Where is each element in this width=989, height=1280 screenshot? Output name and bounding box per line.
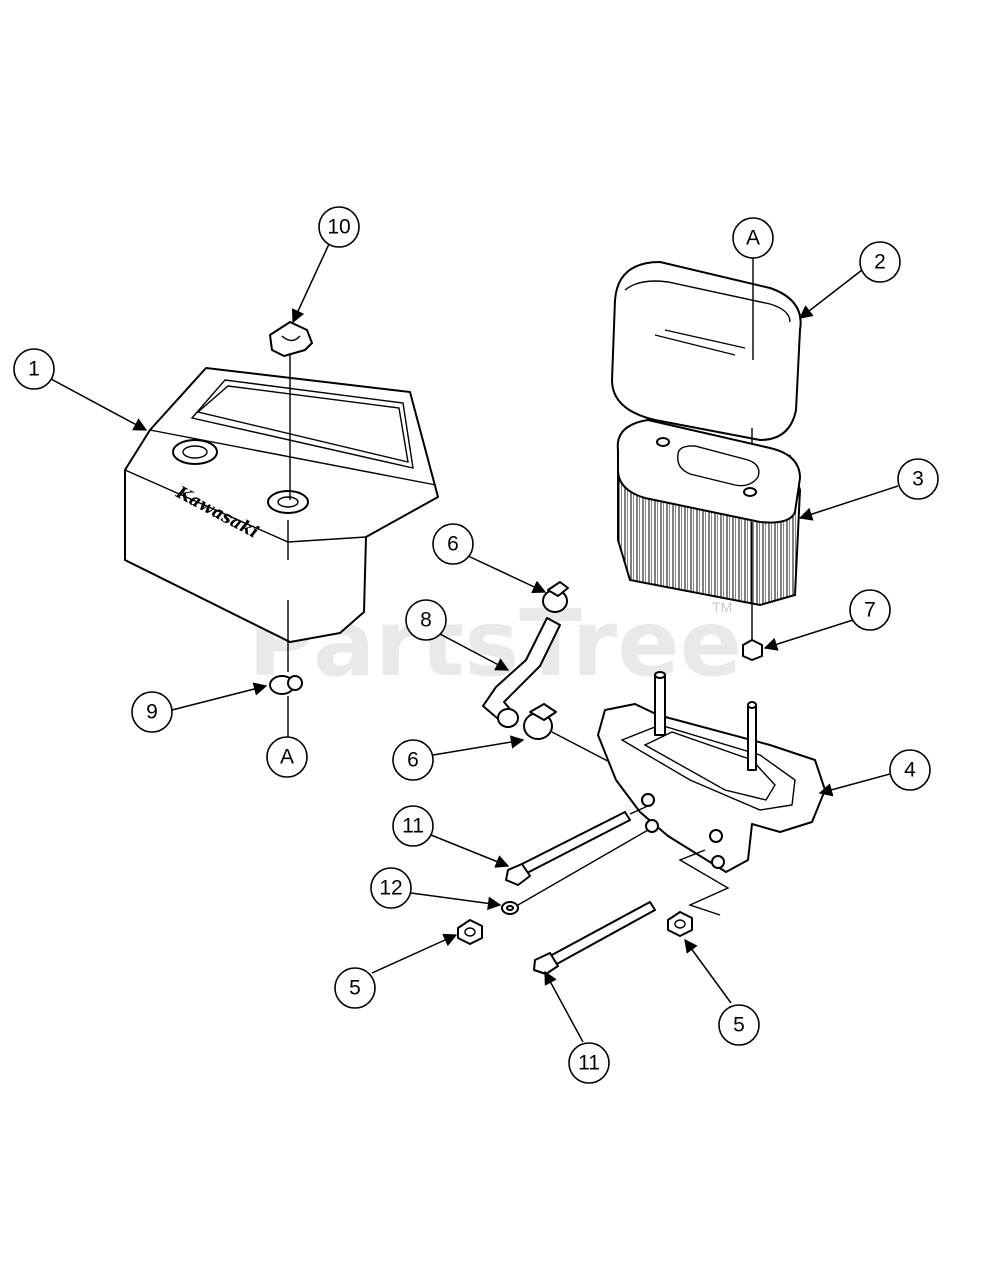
callout-label: 5 [349,977,361,1000]
callout-6-lower: 6 [392,739,434,781]
washer [501,829,649,915]
callout-label: 4 [904,759,916,782]
callout-7: 7 [849,589,891,631]
air-cleaner-base [597,671,826,916]
callout-10: 10 [318,206,360,248]
callout-1: 1 [13,348,55,390]
callout-label: 7 [864,599,876,622]
callout-4: 4 [889,749,931,791]
callout-5-right: 5 [718,1004,760,1046]
callout-label: 12 [379,877,402,900]
air-filter-element [616,419,802,645]
callout-5-left: 5 [334,967,376,1009]
callout-3: 3 [897,458,939,500]
callout-label: 9 [146,701,158,724]
pre-cleaner [611,255,802,441]
callout-A-lower: A [266,736,308,778]
hose-clamp-lower [523,703,626,771]
bolt-upper [505,804,651,886]
callout-2: 2 [859,241,901,283]
callout-6-upper: 6 [432,523,474,565]
callout-label: 11 [578,1052,600,1075]
callout-12: 12 [370,867,412,909]
callout-label: A [746,227,760,250]
hose-clamp-upper [542,581,569,613]
callout-label: 11 [402,815,424,838]
callout-8: 8 [405,599,447,641]
breather-hose [482,617,561,728]
callout-label: 6 [447,533,459,556]
callout-label: 3 [912,468,924,491]
callout-label: A [280,746,294,769]
callout-label: 8 [420,609,432,632]
clip [269,600,303,738]
callout-label: 10 [327,216,350,239]
callout-A-upper: A [732,217,774,259]
bolt-lower [533,901,656,975]
callout-11-lower: 11 [568,1042,610,1084]
watermark-tm: TM [712,599,732,615]
callout-label: 6 [407,749,419,772]
leader-lines [50,243,899,1043]
callout-label: 5 [733,1014,745,1037]
air-cleaner-cover: Kawasaki [124,367,439,643]
nut-7 [742,639,763,661]
callout-label: 2 [874,251,886,274]
callout-label: 1 [28,358,40,381]
nut-5-left [457,919,483,945]
callout-11-upper: 11 [392,805,434,847]
nut-5-right [667,911,693,937]
callout-9: 9 [131,691,173,733]
wing-knob [269,321,313,500]
